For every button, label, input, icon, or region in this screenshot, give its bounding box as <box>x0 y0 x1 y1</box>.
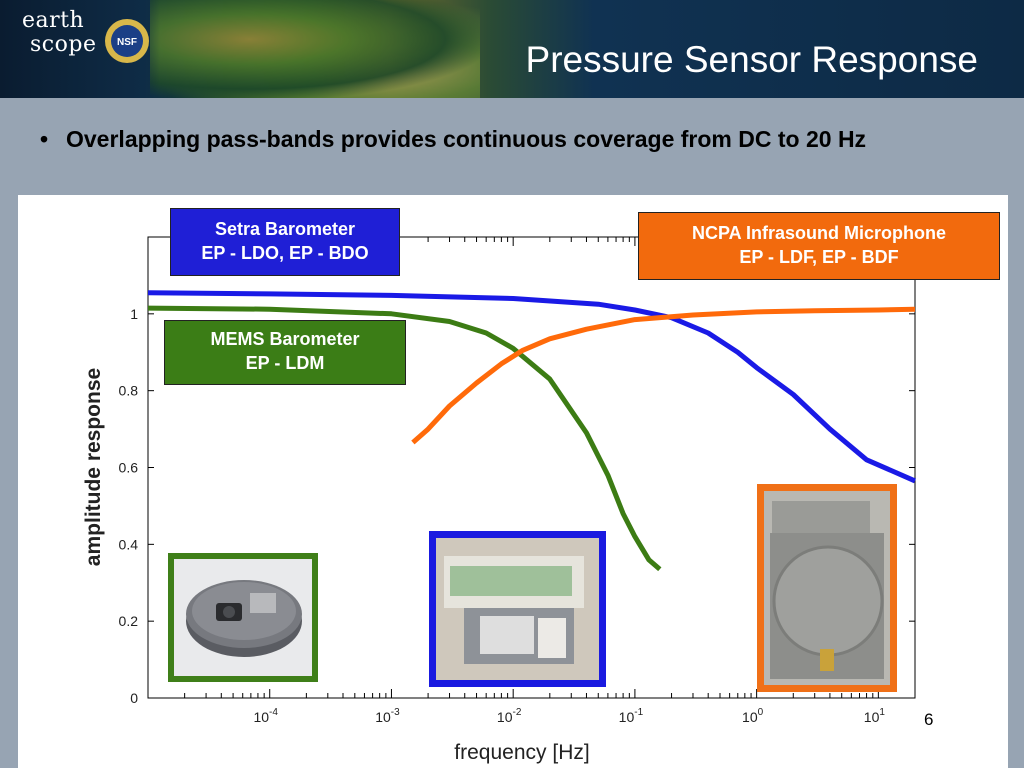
setra-response-line <box>147 290 916 484</box>
chart-series <box>147 290 916 572</box>
y-tick-label: 0.4 <box>119 536 139 552</box>
response-chart-figure: 0 0.2 0.4 0.6 0.8 1 10-4 10-3 10-2 10-1 100 101 fre… <box>18 195 1008 768</box>
x-tick-label: 101 <box>864 707 886 725</box>
y-tick-label: 0.2 <box>119 613 139 629</box>
y-tick-label: 0 <box>130 690 138 706</box>
nsf-seal-icon: NSF <box>105 19 149 63</box>
x-tick-label: 10-3 <box>375 707 400 725</box>
ncpa-response-line <box>411 306 916 445</box>
setra-label-line1: Setra Barometer <box>214 219 356 239</box>
response-chart: 0 0.2 0.4 0.6 0.8 1 10-4 10-3 10-2 10-1 100 101 fre… <box>82 236 916 764</box>
setra-label-line2: EP - LDO, EP - BDO <box>201 243 369 263</box>
slide-title: Pressure Sensor Response <box>525 39 978 80</box>
mems-label-line1: MEMS Barometer <box>210 329 360 349</box>
setra-barometer-label: Setra Barometer EP - LDO, EP - BDO <box>170 208 400 276</box>
earthscope-logo-earth: earth <box>22 8 85 33</box>
y-tick-label: 1 <box>130 306 138 322</box>
x-tick-label: 10-1 <box>619 707 644 725</box>
ncpa-microphone-image <box>764 491 890 685</box>
ncpa-label-line1: NCPA Infrasound Microphone <box>692 223 946 243</box>
mems-response-line <box>147 305 662 572</box>
header-banner: earth scope NSF Pressure Sensor Response <box>0 0 1024 98</box>
bullet-item: • Overlapping pass-bands provides continu… <box>40 124 990 154</box>
y-tick-label: 0.6 <box>119 460 139 476</box>
x-axis-label: frequency [Hz] <box>454 741 589 764</box>
x-tick-label: 10-4 <box>253 707 278 725</box>
setra-sensor-image <box>436 538 599 680</box>
x-tick-label: 100 <box>742 707 764 725</box>
mems-sensor-image <box>186 580 302 657</box>
ncpa-label-line2: EP - LDF, EP - BDF <box>739 247 899 267</box>
mems-barometer-label: MEMS Barometer EP - LDM <box>164 320 406 385</box>
slide-number: 6 <box>924 710 934 729</box>
x-tick-label: 10-2 <box>497 707 522 725</box>
mems-label-line2: EP - LDM <box>245 353 325 373</box>
bullet-text: Overlapping pass-bands provides continuo… <box>66 126 867 152</box>
setra-barometer-photo <box>429 531 606 687</box>
ncpa-microphone-photo <box>757 484 897 692</box>
ncpa-microphone-label: NCPA Infrasound Microphone EP - LDF, EP … <box>638 212 1000 280</box>
bullet-list: • Overlapping pass-bands provides continu… <box>40 124 990 154</box>
terrain-map-image <box>150 0 480 98</box>
earthscope-logo-scope: scope <box>30 32 97 57</box>
nsf-seal-text: NSF <box>117 37 137 48</box>
chart-axes: 0 0.2 0.4 0.6 0.8 1 10-4 10-3 10-2 10-1 100 101 <box>119 236 916 725</box>
bullet-dot: • <box>40 126 49 152</box>
y-axis-label: amplitude response <box>82 368 105 566</box>
y-tick-label: 0.8 <box>119 383 139 399</box>
mems-barometer-photo <box>168 553 318 682</box>
